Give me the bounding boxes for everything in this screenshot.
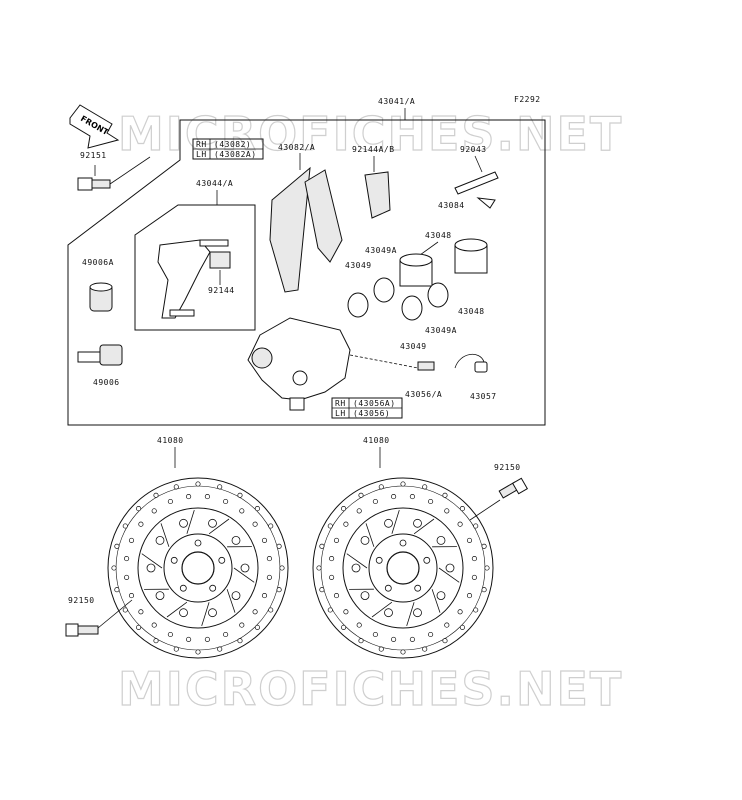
caliper-variant-table: RH (43056A) LH (43056) (331, 397, 403, 419)
label-43044a: 43044/A (196, 179, 233, 188)
piston-43048-a (399, 253, 433, 287)
front-direction-arrow: FRONT (69, 104, 120, 149)
pin-clip-43084 (476, 197, 496, 209)
label-49006a: 49006A (82, 258, 114, 267)
svg-text:RH: RH (196, 140, 207, 149)
svg-text:(43056A): (43056A) (353, 399, 396, 408)
watermark-top: MICROFICHES.NET (118, 107, 623, 161)
label-41080-left: 41080 (157, 436, 184, 445)
dust-boot-49006a (89, 282, 113, 312)
label-43082a: 43082/A (278, 143, 315, 152)
seal-43049a-1 (373, 277, 395, 303)
spring-92144 (209, 251, 231, 269)
label-92043: 92043 (460, 145, 487, 154)
disc-bolt-left (65, 623, 99, 637)
label-43056a: 43056/A (405, 390, 442, 399)
bleeder-valve-43056 (417, 361, 435, 371)
caliper-body (247, 317, 351, 411)
bracket-subframe (134, 204, 256, 331)
brake-disc-right (312, 477, 494, 659)
brake-pad-right (304, 169, 343, 263)
pad-shim (364, 171, 391, 219)
label-43041a: 43041/A (378, 97, 415, 106)
label-49006: 49006 (93, 378, 120, 387)
piston-43048-b (454, 238, 488, 274)
svg-text:LH: LH (196, 150, 207, 159)
seal-43049-2 (401, 295, 423, 321)
brake-pad-left (269, 166, 311, 293)
label-92144: 92144 (208, 286, 235, 295)
label-43049-1: 43049 (345, 261, 372, 270)
pad-pin-92043 (454, 171, 499, 195)
svg-text:LH: LH (335, 409, 346, 418)
label-43049a-2: 43049A (425, 326, 457, 335)
caliper-bracket (157, 239, 229, 319)
disc-bolt-right (498, 477, 529, 499)
caliper-assembly-frame (67, 119, 546, 426)
bleeder-cap-43057 (454, 354, 488, 373)
brake-disc-left (107, 477, 289, 659)
label-43057: 43057 (470, 392, 497, 401)
bolt-92151 (77, 177, 111, 191)
watermark-bottom: MICROFICHES.NET (118, 662, 623, 716)
label-43048-b: 43048 (458, 307, 485, 316)
svg-text:(43082A): (43082A) (214, 150, 257, 159)
seal-43049a-2 (427, 282, 449, 308)
label-43084: 43084 (438, 201, 465, 210)
label-92150-left: 92150 (68, 596, 95, 605)
svg-text:(43082): (43082) (214, 140, 251, 149)
svg-text:RH: RH (335, 399, 346, 408)
pads-variant-table: RH (43082) LH (43082A) (192, 138, 264, 160)
svg-text:(43056): (43056) (353, 409, 390, 418)
label-43048-a: 43048 (425, 231, 452, 240)
seal-43049-1 (347, 292, 369, 318)
label-43049a-1: 43049A (365, 246, 397, 255)
label-92150-right: 92150 (494, 463, 521, 472)
figure-code: F2292 (514, 95, 541, 104)
label-41080-right: 41080 (363, 436, 390, 445)
slide-pin-49006 (77, 344, 123, 366)
label-92144ab: 92144A/B (352, 145, 395, 154)
label-92151: 92151 (80, 151, 107, 160)
label-43049-2: 43049 (400, 342, 427, 351)
